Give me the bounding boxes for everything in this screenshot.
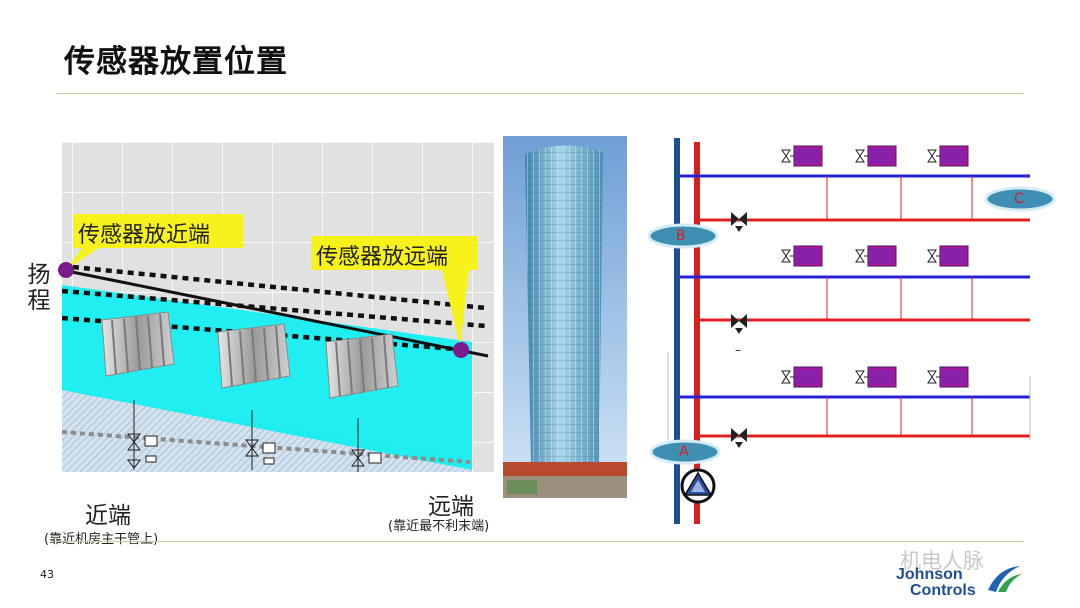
balancing-valve-icon (731, 314, 747, 334)
radiator-icon (217, 323, 291, 389)
page-number: 43 (40, 568, 54, 581)
terminal-unit-icon (781, 366, 823, 388)
title-divider (56, 93, 1024, 94)
terminal-unit-icon (781, 245, 823, 267)
marker-b-label: B (676, 228, 686, 244)
logo-line-2: Controls (910, 582, 976, 599)
valve-icon (127, 400, 158, 470)
footer-divider (56, 541, 1024, 542)
near-callout-text: 传感器放近端 (78, 223, 211, 248)
logo-swoosh-icon (988, 566, 1022, 592)
return-riser (694, 142, 700, 524)
terminal-unit-icon (781, 145, 823, 167)
near-sensor-point (58, 262, 74, 278)
terminal-unit-icon (927, 245, 969, 267)
near-callout-box (73, 214, 243, 248)
radiator-icon (325, 333, 399, 399)
far-callout-pointer (440, 262, 470, 346)
terminal-unit-icon (927, 366, 969, 388)
far-callout-box (311, 236, 477, 270)
setpoint-line-2 (61, 288, 487, 329)
far-end-label: 远端 (428, 494, 474, 520)
near-end-note: (靠近机房主干管上) (44, 532, 159, 547)
sensor-marker-a (649, 439, 721, 465)
marker-a-label: A (679, 444, 689, 460)
terminal-unit-icon (855, 366, 897, 388)
floor-branch (680, 275, 1030, 322)
far-end-note: (靠近最不利末端) (388, 519, 490, 534)
terminal-unit-icon (855, 245, 897, 267)
y-axis-label: 扬程 (27, 262, 51, 314)
far-callout-text: 传感器放远端 (316, 245, 449, 270)
logo-line-1: Johnson (896, 566, 963, 583)
marker-c-label: C (1014, 191, 1024, 207)
terminal-unit-icon (855, 145, 897, 167)
valve-icon (351, 418, 382, 472)
johnson-controls-logo: Johnson Controls (896, 560, 1026, 604)
sensor-marker-b (647, 223, 719, 249)
terminal-unit-icon (927, 145, 969, 167)
near-end-label: 近端 (85, 503, 131, 529)
sensor-marker-c (984, 186, 1056, 212)
radiator-icon (101, 311, 175, 377)
balancing-valve-icon (731, 212, 747, 232)
watermark-text: 机电人脉 (900, 549, 984, 573)
minus-mark: – (735, 343, 741, 357)
floor-branch (667, 352, 1031, 440)
hydraulic-gradient-line (61, 268, 489, 358)
balancing-valve-icon (731, 428, 747, 448)
supply-riser (674, 138, 680, 524)
setpoint-line-1 (61, 263, 487, 311)
pump-icon (680, 468, 716, 504)
valve-icon (245, 410, 276, 470)
far-sensor-point (453, 342, 469, 358)
slide-title: 传感器放置位置 (64, 44, 288, 80)
high-rise-building-image (503, 136, 627, 498)
floor-branch (680, 174, 1030, 222)
